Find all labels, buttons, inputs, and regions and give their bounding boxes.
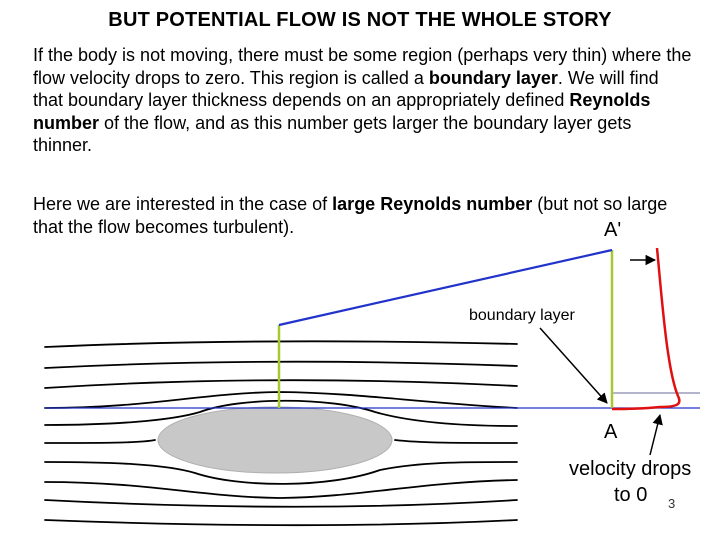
streamline: [44, 379, 518, 389]
text-run: Here we are interested in the case of: [33, 194, 333, 214]
paragraph-boundary-layer: If the body is not moving, there must be…: [33, 44, 693, 157]
streamline: [44, 479, 518, 499]
arrow-velocity-drops: [649, 413, 663, 456]
boundary-layer-edge: [278, 248, 613, 327]
text-run: of the flow, and as this number gets lar…: [33, 112, 632, 156]
boundary-layer-label: boundary layer: [469, 307, 575, 324]
streamline: [44, 499, 518, 508]
body-ellipse: [157, 406, 393, 474]
text-run: (but not so large that the flow becomes …: [33, 194, 668, 237]
slide-title: BUT POTENTIAL FLOW IS NOT THE WHOLE STOR…: [108, 9, 612, 31]
velocity-profile-curve: [611, 247, 681, 411]
bold-term: large Reynolds number: [332, 194, 533, 214]
streamline: [44, 461, 518, 485]
streamline: [44, 340, 518, 348]
bold-term: Reynolds number: [33, 90, 651, 133]
page-number: 3: [668, 496, 676, 511]
point-a-label: A: [604, 421, 618, 443]
streamline: [44, 439, 156, 444]
text-run: . We will find that boundary layer thick…: [33, 67, 659, 111]
streamline: [44, 519, 518, 527]
text-run: If the body is not moving, there must be…: [33, 45, 692, 88]
bold-term: boundary layer: [428, 67, 558, 88]
velocity-drops-label: velocity drops: [569, 458, 692, 480]
velocity-zero-label: to 0: [614, 484, 648, 506]
streamline: [394, 439, 518, 444]
streamline: [44, 360, 518, 369]
paragraph-large-reynolds: Here we are interested in the case of la…: [33, 193, 693, 238]
arrow-boundary-layer: [539, 327, 608, 404]
point-a-prime-label: A': [604, 219, 622, 241]
